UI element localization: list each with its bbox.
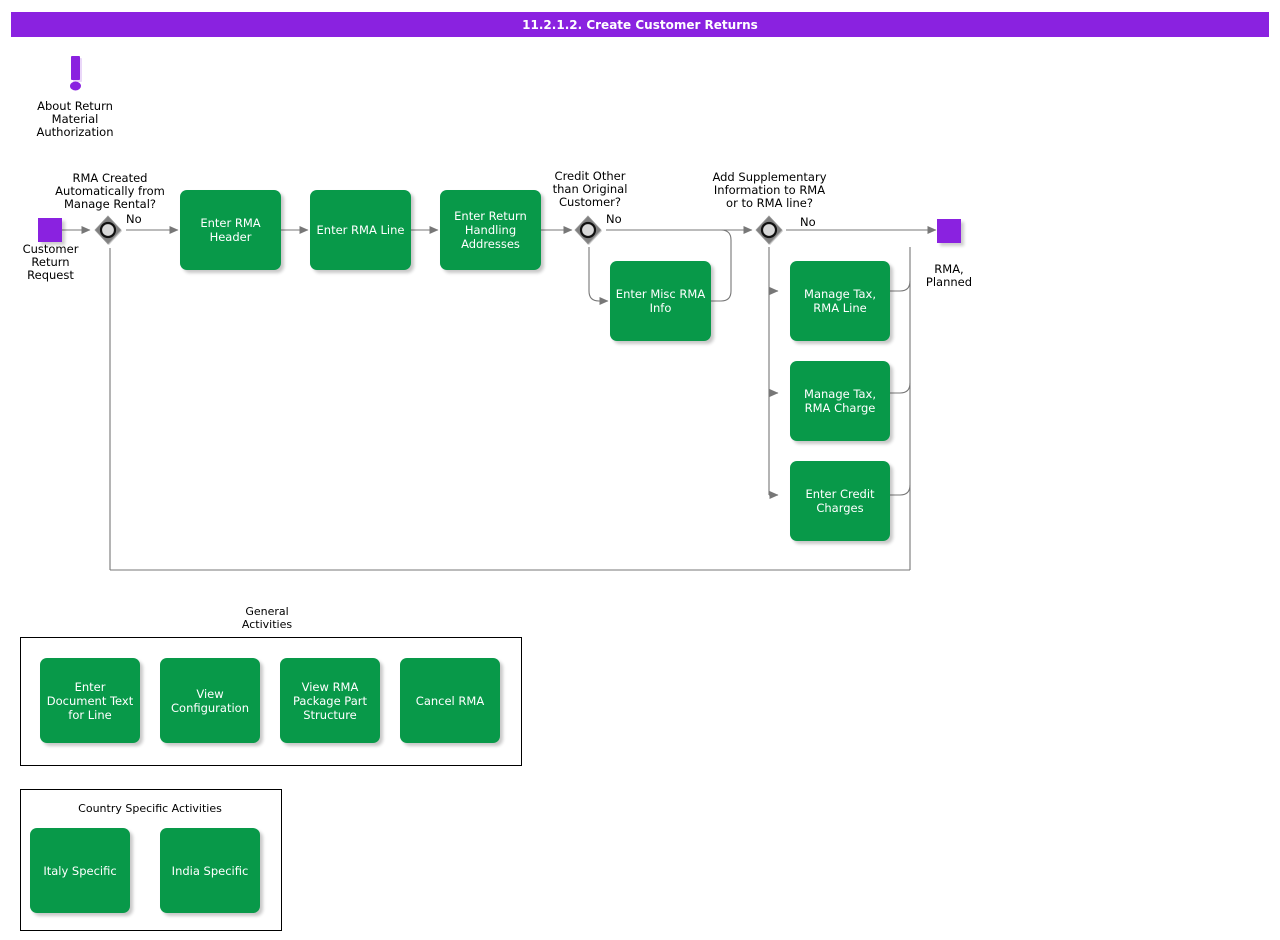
process-enter-rma-header-label: Enter RMA Header	[200, 216, 261, 244]
activity-view-configuration-label: View Configuration	[171, 686, 249, 715]
process-enter-credit-charges[interactable]: Enter Credit Charges	[790, 461, 890, 541]
info-note-label: About Return Material Authorization	[36, 99, 114, 139]
activity-cancel-rma-label: Cancel RMA	[415, 693, 485, 708]
decision-3-branch-label: No	[800, 215, 816, 229]
process-enter-misc-rma-info-label: Enter Misc RMA Info	[615, 287, 706, 315]
decision-2-question: Credit Other than Original Customer?	[552, 169, 628, 209]
country-activities-title: Country Specific Activities	[78, 802, 222, 815]
page-title: 11.2.1.2. Create Customer Returns	[522, 17, 758, 32]
activity-india-specific[interactable]: India Specific	[160, 828, 260, 913]
decision-3-question: Add Supplementary Information to RMA or …	[712, 170, 827, 210]
page-title-bar: 11.2.1.2. Create Customer Returns	[11, 12, 1269, 37]
end-terminator-rma-planned[interactable]	[937, 219, 961, 243]
decision-2-node[interactable]	[572, 214, 604, 246]
decision-1-question: RMA Created Automatically from Manage Re…	[55, 171, 165, 211]
general-activities-frame	[20, 637, 522, 766]
activity-enter-document-text-for-line[interactable]: Enter Document Text for Line	[40, 658, 140, 743]
country-activities-frame	[20, 789, 282, 931]
exclamation-icon	[63, 46, 87, 92]
activity-enter-document-text-for-line-label: Enter Document Text for Line	[46, 679, 134, 722]
process-manage-tax-rma-line-label: Manage Tax, RMA Line	[804, 287, 876, 315]
decision-3-node[interactable]	[753, 214, 785, 246]
process-enter-misc-rma-info[interactable]: Enter Misc RMA Info	[610, 261, 711, 341]
activity-india-specific-label: India Specific	[171, 863, 249, 878]
activity-view-rma-package-part-structure-label: View RMA Package Part Structure	[292, 679, 368, 722]
process-enter-rma-line[interactable]: Enter RMA Line	[310, 190, 411, 270]
process-manage-tax-rma-charge[interactable]: Manage Tax, RMA Charge	[790, 361, 890, 441]
end-terminator-label: RMA, Planned	[925, 262, 973, 289]
activity-italy-specific-label: Italy Specific	[43, 863, 117, 878]
process-manage-tax-rma-line[interactable]: Manage Tax, RMA Line	[790, 261, 890, 341]
decision-1-node[interactable]	[92, 214, 124, 246]
activity-italy-specific[interactable]: Italy Specific	[30, 828, 130, 913]
decision-1-branch-label: No	[126, 212, 142, 226]
process-enter-credit-charges-label: Enter Credit Charges	[805, 487, 875, 515]
activity-view-configuration[interactable]: View Configuration	[160, 658, 260, 743]
process-manage-tax-rma-charge-label: Manage Tax, RMA Charge	[804, 387, 876, 415]
start-terminator-label: Customer Return Request	[22, 242, 79, 282]
process-enter-rma-line-label: Enter RMA Line	[316, 223, 405, 237]
process-enter-return-handling-addresses[interactable]: Enter Return Handling Addresses	[440, 190, 541, 270]
process-enter-return-handling-addresses-label: Enter Return Handling Addresses	[454, 209, 527, 251]
general-activities-title: General Activities	[241, 605, 293, 631]
start-terminator-customer-return-request[interactable]	[38, 218, 62, 242]
activity-cancel-rma[interactable]: Cancel RMA	[400, 658, 500, 743]
process-enter-rma-header[interactable]: Enter RMA Header	[180, 190, 281, 270]
decision-2-branch-label: No	[606, 212, 622, 226]
activity-view-rma-package-part-structure[interactable]: View RMA Package Part Structure	[280, 658, 380, 743]
